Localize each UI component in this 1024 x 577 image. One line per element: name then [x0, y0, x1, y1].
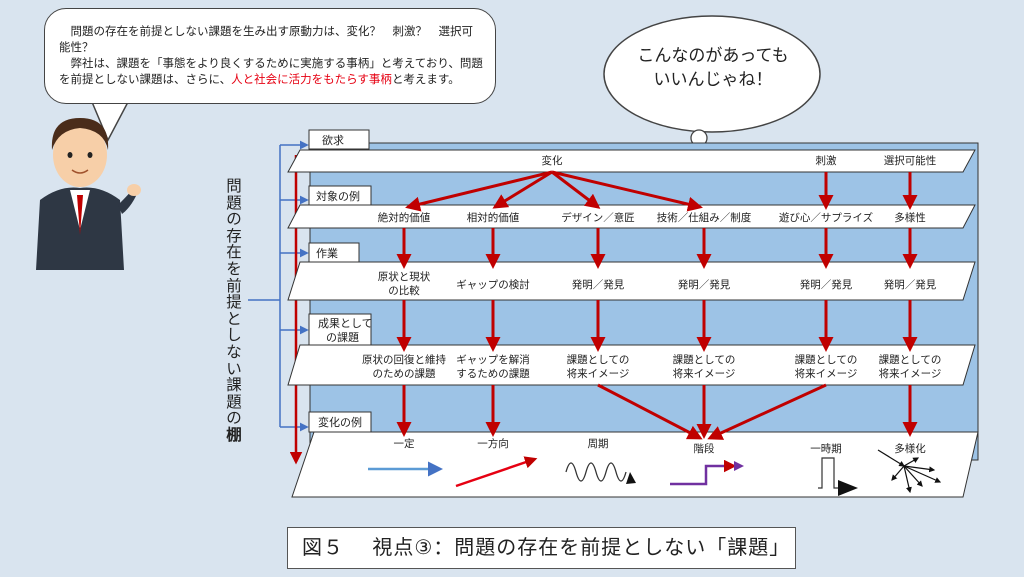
temporary-arrowhead-icon — [838, 480, 858, 496]
vertical-title-char: 題 — [226, 193, 242, 212]
shelf-change — [291, 431, 979, 498]
target-absolute: 絶対的価値 — [378, 211, 431, 224]
step-arrowhead-icon — [734, 461, 744, 471]
vertical-title-char: 前 — [226, 276, 242, 295]
result-future-2a: 課題としての — [673, 353, 736, 366]
figure-caption: 図５ 視点③：問題の存在を前提としない「課題」 — [287, 527, 796, 569]
businessman-illustration — [36, 118, 141, 270]
target-design: デザイン／意匠 — [561, 211, 635, 224]
desire-arrows — [405, 170, 918, 212]
result-restore-2: のための課題 — [373, 367, 436, 380]
speech-line-2: 弊社は、課題を「事態をより良くするために実施する事柄」と考えており、問題を前提と… — [59, 55, 483, 87]
speech-bubble: 問題の存在を前提としない課題を生み出す原動力は、変化？ 刺激？ 選択可能性？ 弊… — [44, 8, 496, 104]
label-result-1: 成果として — [318, 317, 373, 330]
speech-line-2-highlight: 人と社会に活力をもたらす事柄 — [231, 72, 392, 86]
target-tech: 技術／仕組み／制度 — [657, 211, 752, 224]
change-cycle: 周期 — [588, 438, 609, 450]
change-constant: 一定 — [394, 437, 415, 450]
vertical-title-char: の — [226, 409, 242, 428]
vertical-title-char: 課 — [226, 376, 242, 395]
change-direction: 一方向 — [477, 437, 509, 450]
work-gap: ギャップの検討 — [456, 278, 530, 291]
speech-line-2a: 弊社は、課題を「事態をより良くするために実施する事柄」と考えており、問題を前提と… — [59, 56, 483, 86]
target-diversity: 多様性 — [894, 211, 926, 224]
vertical-title-char: 問 — [226, 177, 242, 195]
shelf-label-boxes — [308, 129, 372, 433]
target-arrows — [396, 228, 918, 269]
shelf-result — [287, 344, 976, 386]
label-work: 作業 — [316, 247, 338, 260]
step-arrow-icon — [670, 459, 737, 486]
label-result-2: の課題 — [326, 330, 359, 344]
result-future-1a: 課題としての — [567, 353, 630, 366]
target-relative: 相対的価値 — [467, 211, 520, 224]
shelf-desire — [287, 149, 976, 173]
work-invent-1: 発明／発見 — [572, 278, 625, 291]
change-step: 階段 — [694, 442, 715, 455]
desire-change: 変化 — [542, 154, 563, 167]
vertical-title-char: し — [226, 326, 242, 345]
cycle-arrowhead-icon — [626, 472, 636, 484]
result-future-2b: 将来イメージ — [673, 368, 736, 380]
result-future-3b: 将来イメージ — [795, 368, 858, 380]
work-compare-1: 原状と現状 — [378, 270, 431, 283]
result-restore-1: 原状の回復と維持 — [362, 353, 446, 366]
shelf-target — [287, 204, 976, 229]
shelf-work — [287, 261, 976, 301]
result-future-4a: 課題としての — [879, 353, 942, 366]
vertical-title-char: 棚 — [226, 425, 242, 444]
vertical-title-char: 題 — [226, 392, 242, 411]
result-gap-2: するための課題 — [456, 367, 530, 380]
result-future-3a: 課題としての — [795, 353, 858, 366]
vertical-title-char: 在 — [226, 243, 242, 262]
work-compare-2: の比較 — [388, 284, 420, 297]
thought-text: こんなのがあっても いいんじゃね！ — [628, 44, 798, 92]
vertical-title-char: を — [226, 259, 242, 278]
label-change: 変化の例 — [318, 415, 362, 429]
work-invent-2: 発明／発見 — [678, 278, 731, 291]
work-invent-4: 発明／発見 — [884, 278, 937, 291]
vertical-title-char: の — [226, 210, 242, 229]
speech-line-1: 問題の存在を前提としない課題を生み出す原動力は、変化？ 刺激？ 選択可能性？ — [59, 24, 473, 54]
desire-stimulus: 刺激 — [816, 154, 837, 167]
vertical-title: 問題の存在を前提としない課題の棚 — [225, 178, 243, 444]
speech-line-2b: と考えます。 — [391, 72, 460, 86]
thought-line-2: いいんじゃね！ — [653, 70, 773, 90]
work-arrows — [396, 300, 918, 352]
vertical-title-char: い — [226, 359, 242, 378]
vertical-title-char: 存 — [226, 226, 242, 245]
change-temporary: 一時期 — [810, 443, 842, 455]
change-diversify: 多様化 — [894, 442, 926, 455]
label-target: 対象の例 — [316, 189, 360, 203]
result-future-1b: 将来イメージ — [567, 368, 630, 380]
vertical-title-char: 提 — [226, 293, 242, 312]
left-bracket — [248, 140, 309, 432]
temporary-pulse-icon — [818, 457, 848, 489]
desire-choice: 選択可能性 — [884, 154, 937, 167]
thought-line-1: こんなのがあっても — [637, 46, 789, 66]
result-future-4b: 将来イメージ — [879, 368, 942, 380]
vertical-title-char: と — [226, 309, 242, 328]
diversify-branch-icon — [877, 449, 942, 494]
shelf-background — [309, 142, 979, 461]
cycle-wave-icon — [565, 462, 627, 482]
result-gap-1: ギャップを解消 — [456, 353, 530, 366]
target-play: 遊び心／サプライズ — [779, 211, 873, 224]
one-direction-arrow-icon — [455, 456, 538, 488]
vertical-title-char: な — [226, 342, 242, 361]
label-desire: 欲求 — [322, 133, 344, 147]
work-invent-3: 発明／発見 — [800, 278, 853, 291]
result-arrows — [396, 383, 918, 440]
speech-tail — [91, 101, 129, 142]
